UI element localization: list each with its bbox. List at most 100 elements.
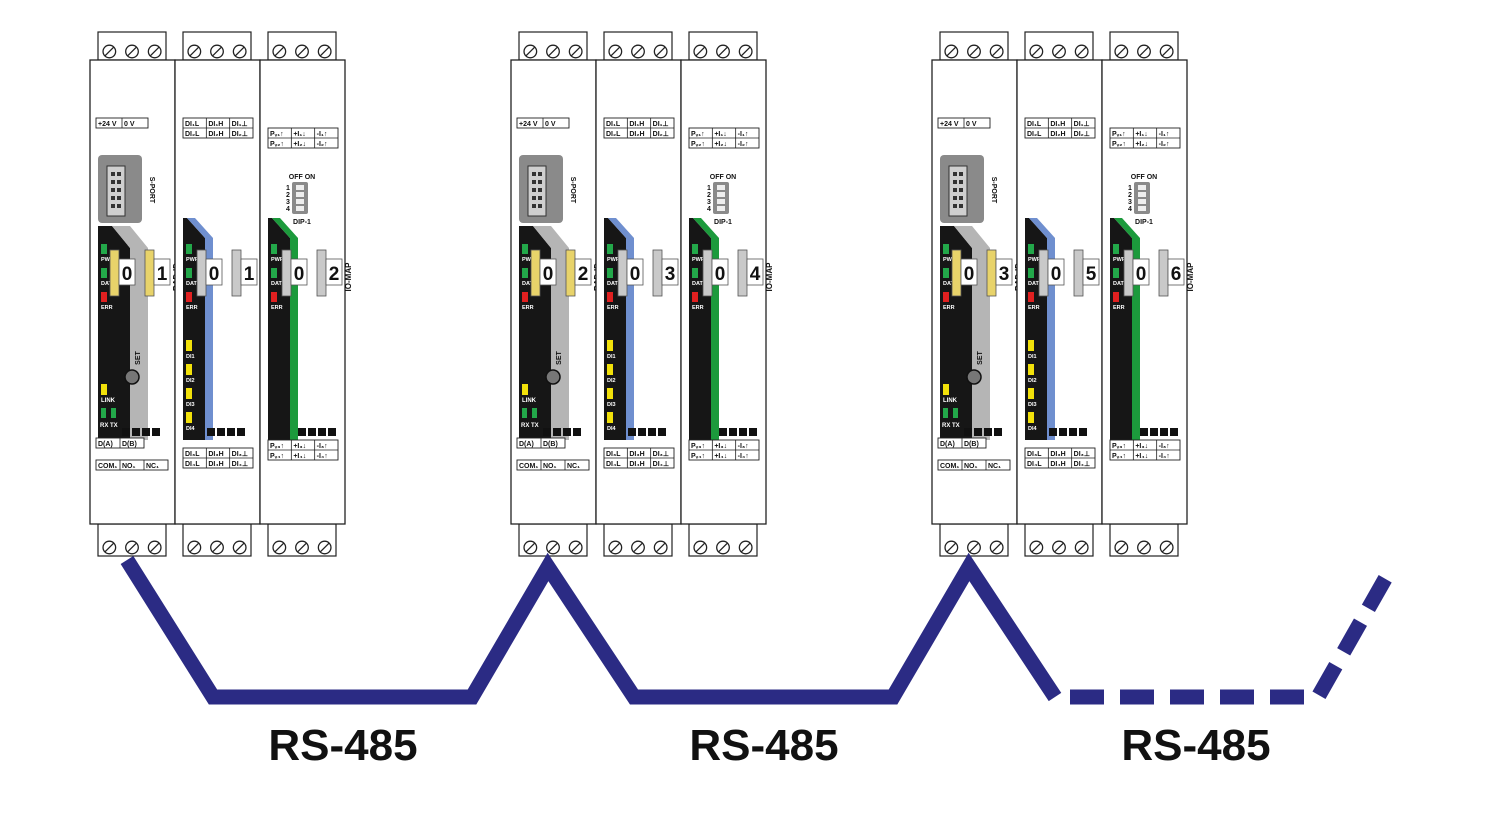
terminal-label: Pᵥ₁↑	[270, 131, 284, 138]
di-led	[607, 340, 613, 351]
terminal-label: DI₄L	[606, 461, 621, 468]
rotary-switch	[652, 249, 663, 297]
rotary-switch	[1073, 249, 1084, 297]
di-led-label: DI3	[607, 402, 616, 408]
set-button	[966, 369, 982, 385]
status-led	[1113, 268, 1119, 278]
terminal-label: -I₁↑	[738, 131, 749, 138]
status-led	[607, 244, 613, 254]
rotary-digit: 0	[964, 264, 975, 285]
di-led-label: DI3	[186, 402, 195, 408]
terminal-label: Pᵥ₁↑	[691, 131, 705, 138]
terminal-label: DI₁H	[1050, 121, 1065, 128]
bottom-terminal-block	[97, 523, 167, 557]
dip-number: 1	[1128, 185, 1132, 192]
bus-label-table: D(A)D(B)	[937, 437, 987, 449]
terminal-label: D(A)	[519, 441, 534, 448]
top-terminal-block	[267, 31, 337, 61]
rotary-digit: 1	[157, 264, 168, 285]
status-led	[943, 292, 949, 302]
bottom-terminal-block	[1024, 523, 1094, 557]
terminal-label: DI₃H	[1050, 451, 1065, 458]
station-3: +24 V0 VS-PORTPWRDATERR03RAD-IDSETLINKRX…	[931, 31, 1195, 557]
terminal-label: +I₃↓	[714, 443, 727, 450]
terminal-label: NC₁	[567, 463, 580, 470]
terminal-label: DI₂H	[629, 131, 644, 138]
terminal-label: NO₁	[122, 463, 136, 470]
digital-input-module: DI₁LDI₁HDI₁⊥DI₂LDI₂HDI₂⊥PWRDATERR05IO-MA…	[1016, 31, 1110, 557]
status-led	[101, 292, 107, 302]
power-module: +24 V0 VS-PORTPWRDATERR03RAD-IDSETLINKRX…	[931, 31, 1023, 557]
dip-number: 4	[707, 206, 711, 213]
modules-layer: +24 V0 VS-PORTPWRDATERR01RAD-IDSETLINKRX…	[89, 31, 1195, 557]
digital-input-module: DI₁LDI₁HDI₁⊥DI₂LDI₂HDI₂⊥PWRDATERR03IO-MA…	[595, 31, 689, 557]
terminal-label: NC₁	[146, 463, 159, 470]
status-led-label: DAT	[1028, 281, 1040, 287]
terminal-label: NO₁	[964, 463, 978, 470]
set-label: SET	[556, 350, 563, 364]
terminal-label: DI₁H	[629, 121, 644, 128]
bottom-label-table: Pᵥ₃↑+I₃↓-I₃↑Pᵥ₄↑+I₄↓-I₄↑	[267, 439, 339, 461]
rx-led	[943, 408, 948, 418]
terminal-label: Pᵥ₃↑	[270, 443, 284, 450]
status-led-label: ERR	[1028, 305, 1040, 311]
di-led	[186, 412, 192, 423]
status-led-label: ERR	[607, 305, 619, 311]
terminal-label: DI₂⊥	[653, 130, 669, 138]
rotary-switch	[109, 249, 120, 297]
tx-led	[953, 408, 958, 418]
terminal-label: DI₄⊥	[1074, 460, 1090, 468]
power-module: +24 V0 VS-PORTPWRDATERR01RAD-IDSETLINKRX…	[89, 31, 181, 557]
dip-number: 3	[286, 199, 290, 206]
terminal-label: +24 V	[940, 121, 959, 128]
io-map-switch: 05IO-MAP	[1038, 249, 1110, 297]
terminal-label: -I₃↑	[738, 443, 749, 450]
terminal-label: +I₄↓	[1135, 453, 1148, 460]
bus-connector	[543, 428, 581, 436]
terminal-label: -I₃↑	[317, 443, 328, 450]
status-led	[522, 292, 528, 302]
terminal-label: COM₁	[98, 463, 117, 470]
terminal-label: D(B)	[543, 441, 558, 448]
terminal-label: Pᵥ₄↑	[691, 453, 705, 460]
di-led	[186, 340, 192, 351]
analog-output-module: Pᵥ₁↑+I₁↓-I₁↑Pᵥ₂↑+I₂↓-I₂↑OFF ON1234DIP-1P…	[1101, 31, 1195, 557]
analog-output-module: Pᵥ₁↑+I₁↓-I₁↑Pᵥ₂↑+I₂↓-I₂↑OFF ON1234DIP-1P…	[680, 31, 774, 557]
terminal-label: DI₄H	[1050, 461, 1065, 468]
terminal-label: Pᵥ₂↑	[270, 141, 284, 148]
terminal-label: NC₁	[988, 463, 1001, 470]
rotary-switch	[1158, 249, 1169, 297]
top-terminal-block	[603, 31, 673, 61]
terminal-label: D(B)	[122, 441, 137, 448]
terminal-label: DI₃L	[185, 451, 200, 458]
dip-number: 2	[1128, 192, 1132, 199]
link-led	[522, 384, 528, 395]
status-led-label: ERR	[186, 305, 198, 311]
di-led	[607, 364, 613, 375]
color-stripe	[533, 226, 569, 440]
status-led-label: DAT	[943, 281, 955, 287]
rotary-switch	[737, 249, 748, 297]
rotary-switch	[986, 249, 997, 297]
dip-number: 2	[286, 192, 290, 199]
di-led	[186, 364, 192, 375]
di-led-label: DI1	[186, 354, 195, 360]
status-led	[943, 268, 949, 278]
status-led-label: PWR	[1028, 257, 1041, 263]
bus-connector	[964, 428, 1002, 436]
station-2: +24 V0 VS-PORTPWRDATERR02RAD-IDSETLINKRX…	[510, 31, 774, 557]
rx-led	[522, 408, 527, 418]
rs485-cable-solid	[120, 552, 1062, 705]
dip-label: DIP-1	[1135, 219, 1153, 226]
terminal-label: DI₄L	[1027, 461, 1042, 468]
rs485-cable-continuation	[1070, 561, 1400, 705]
status-led	[186, 244, 192, 254]
terminal-label: DI₁L	[1027, 121, 1042, 128]
